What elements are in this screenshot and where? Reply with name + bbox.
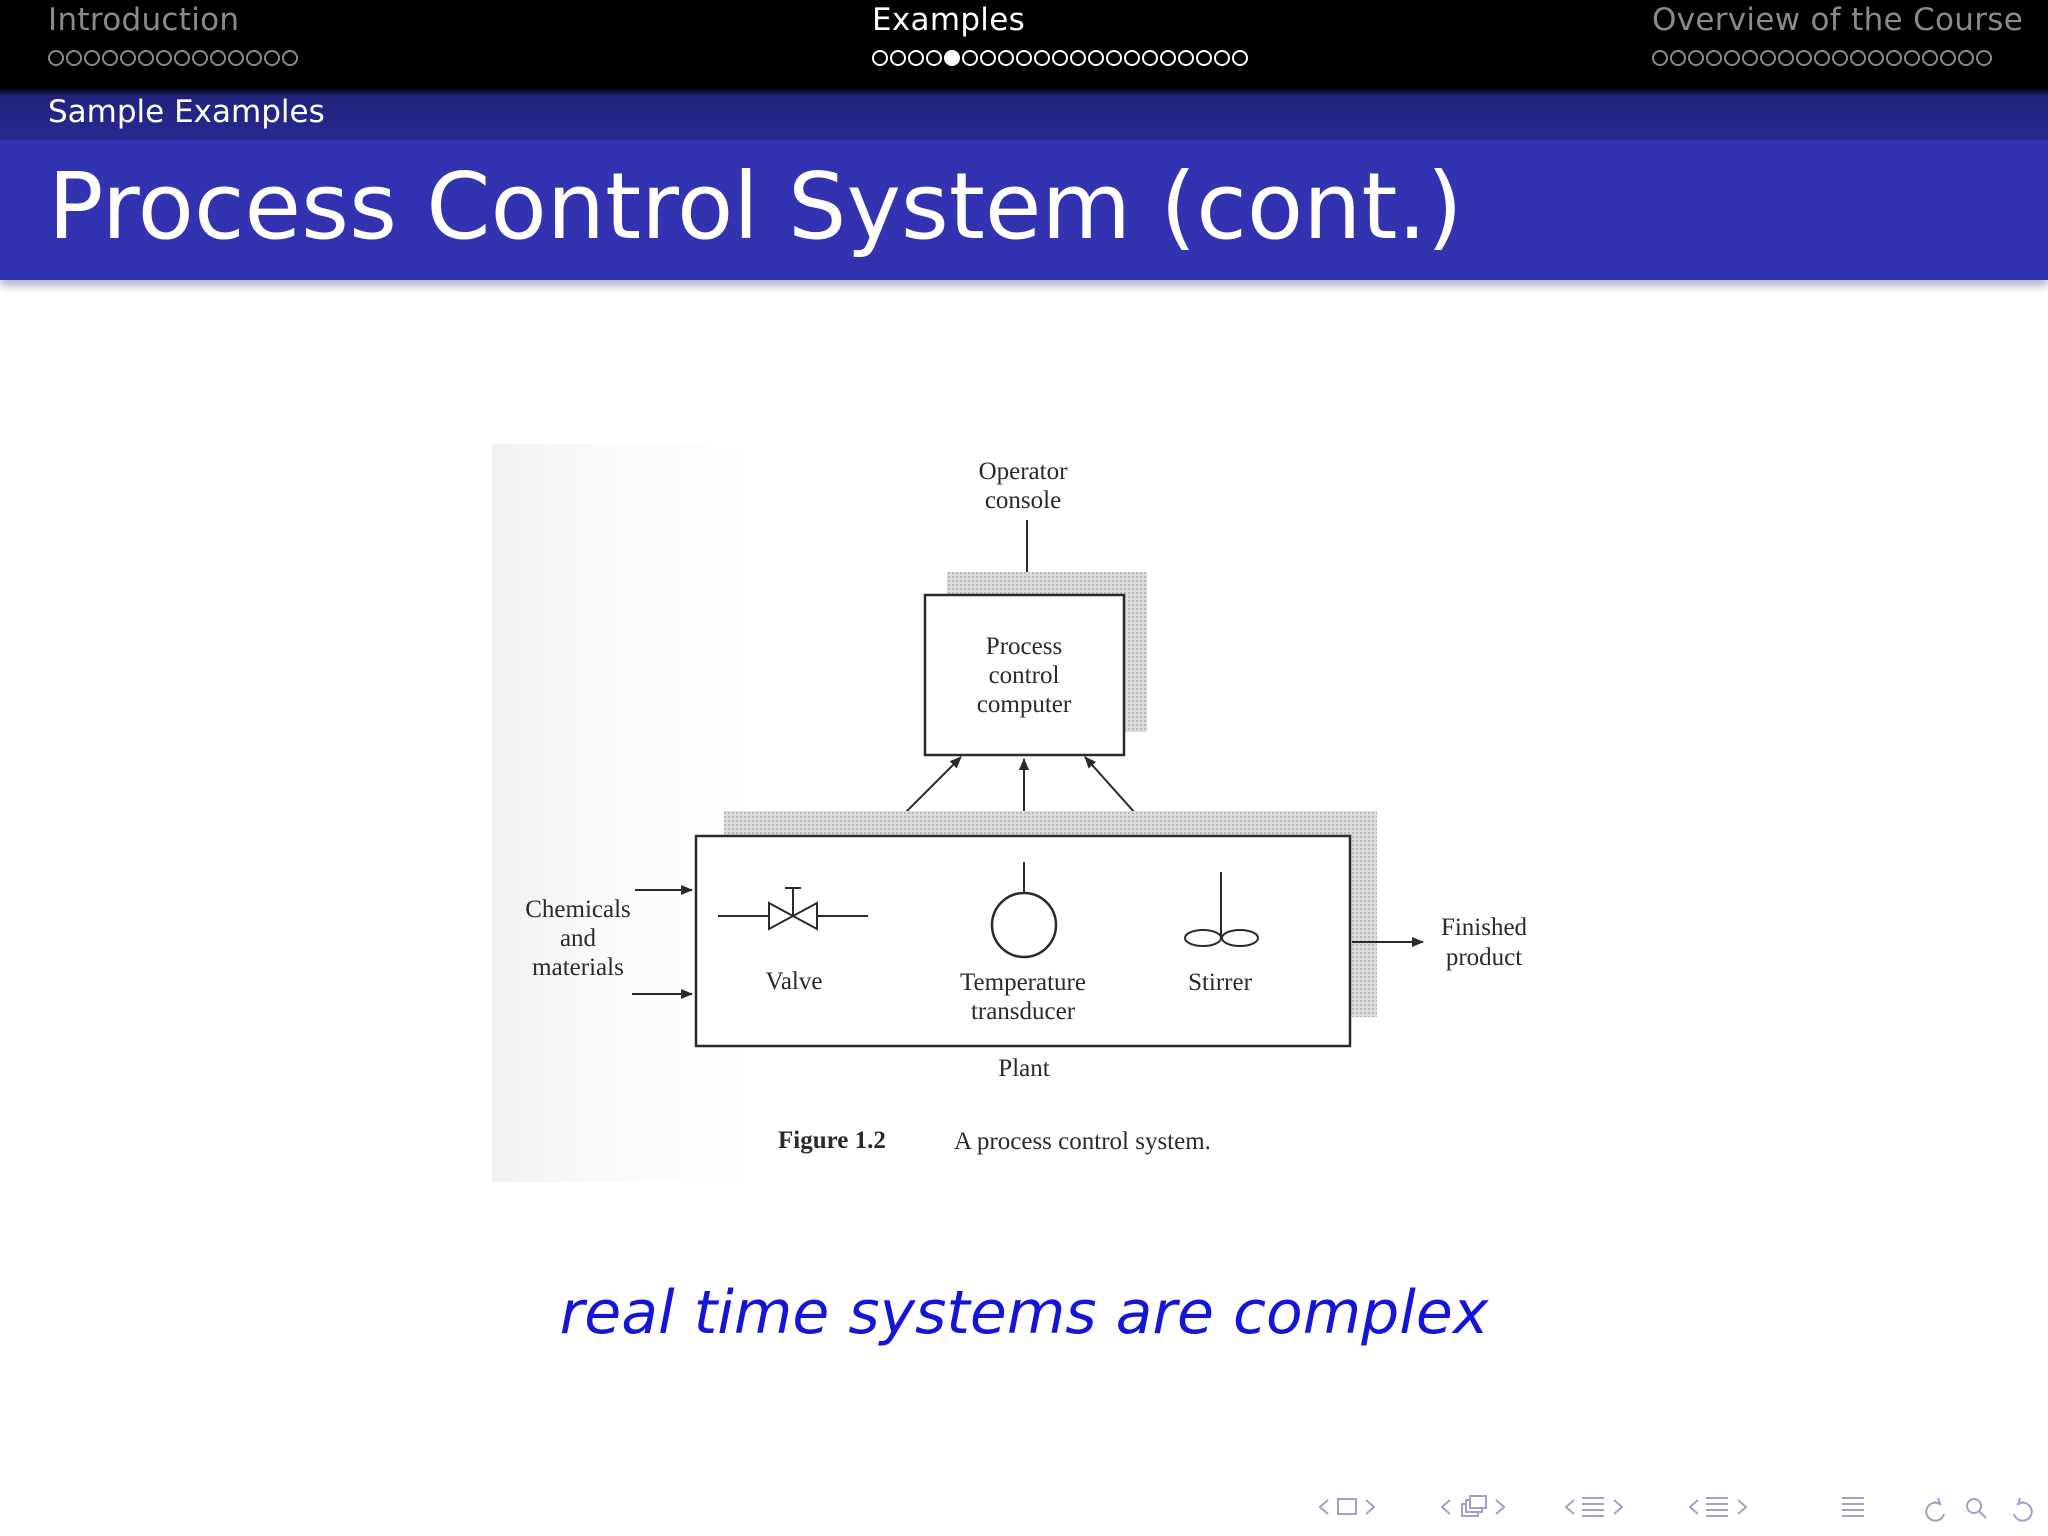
- frame-dot[interactable]: [1706, 50, 1722, 66]
- frame-dot[interactable]: [1214, 50, 1230, 66]
- navigation-symbols-bar: [1318, 1495, 2033, 1522]
- slide-title: Process Control System (cont.): [48, 153, 1463, 260]
- section-nav-icon[interactable]: [1688, 1497, 1748, 1517]
- frame-dot[interactable]: [1142, 50, 1158, 66]
- frame-dot[interactable]: [1160, 50, 1176, 66]
- frame-dot[interactable]: [1052, 50, 1068, 66]
- frame-dot[interactable]: [1670, 50, 1686, 66]
- frame-dot[interactable]: [282, 50, 298, 66]
- subsection-nav-icon[interactable]: [1564, 1497, 1624, 1517]
- process-control-figure: Operator console Process control compute…: [492, 444, 1562, 1182]
- frame-dot[interactable]: [1178, 50, 1194, 66]
- frame-dot[interactable]: [1850, 50, 1866, 66]
- frame-dot[interactable]: [1016, 50, 1032, 66]
- nav-section-title[interactable]: Overview of the Course: [1652, 2, 2024, 38]
- frame-dot[interactable]: [264, 50, 280, 66]
- chemicals-label: Chemicals: [525, 896, 631, 923]
- frame-dot[interactable]: [246, 50, 262, 66]
- frame-dot[interactable]: [1088, 50, 1104, 66]
- frame-dot[interactable]: [980, 50, 996, 66]
- temperature-transducer-label: transducer: [971, 998, 1076, 1025]
- frame-dot[interactable]: [962, 50, 978, 66]
- frame-dot[interactable]: [192, 50, 208, 66]
- frame-dot[interactable]: [1652, 50, 1668, 66]
- frame-dot[interactable]: [156, 50, 172, 66]
- section-navigation-bar: Introduction Examples Overview of the Co…: [0, 0, 2048, 88]
- stirrer-label: Stirrer: [1188, 969, 1253, 996]
- temperature-transducer-label: Temperature: [960, 969, 1086, 996]
- subsection-bar: Sample Examples: [0, 88, 2048, 140]
- frame-dot[interactable]: [1904, 50, 1920, 66]
- frame-dot[interactable]: [1034, 50, 1050, 66]
- operator-console-label: Operator: [979, 458, 1069, 485]
- frame-dot[interactable]: [1886, 50, 1902, 66]
- computer-label: computer: [977, 691, 1072, 718]
- temperature-transducer-icon: [990, 891, 1058, 959]
- stirrer-icon: [1184, 929, 1222, 947]
- navigation-symbols: [1316, 1490, 2036, 1524]
- computer-label: control: [989, 662, 1060, 689]
- chemicals-label: and: [560, 925, 597, 952]
- valve-label: Valve: [766, 968, 823, 995]
- frame-dot[interactable]: [1760, 50, 1776, 66]
- frame-dot[interactable]: [1796, 50, 1812, 66]
- frame-dot[interactable]: [210, 50, 226, 66]
- emphasis-text: real time systems are complex: [559, 1278, 1489, 1348]
- title-bar: Process Control System (cont.): [0, 140, 2048, 280]
- nav-section-title[interactable]: Introduction: [48, 2, 240, 38]
- frame-dot[interactable]: [1688, 50, 1704, 66]
- subsection-label[interactable]: Sample Examples: [48, 94, 325, 130]
- slide-nav-icon[interactable]: [1318, 1498, 1376, 1515]
- frame-dot[interactable]: [1106, 50, 1122, 66]
- figure-caption-number: Figure 1.2: [778, 1127, 886, 1154]
- document-icon[interactable]: [1842, 1497, 1864, 1517]
- frame-dot[interactable]: [1778, 50, 1794, 66]
- frame-dot[interactable]: [872, 50, 888, 66]
- finished-product-label: Finished: [1441, 914, 1528, 941]
- frame-dot[interactable]: [908, 50, 924, 66]
- frame-dot[interactable]: [1976, 50, 1992, 66]
- frame-dot[interactable]: [1196, 50, 1212, 66]
- search-icon[interactable]: [1925, 1497, 2033, 1522]
- nav-section-dots: [872, 50, 1248, 66]
- frame-dot[interactable]: [1868, 50, 1884, 66]
- frame-dot[interactable]: [926, 50, 942, 66]
- frame-dot[interactable]: [102, 50, 118, 66]
- figure-caption-text: A process control system.: [954, 1128, 1211, 1155]
- process-control-diagram: Operator console Process control compute…: [525, 458, 1528, 1155]
- process-control-computer-box: [923, 593, 1126, 757]
- nav-section-dots: [1652, 50, 1992, 66]
- frame-dot[interactable]: [120, 50, 136, 66]
- frame-dot[interactable]: [1724, 50, 1740, 66]
- frame-dot[interactable]: [1832, 50, 1848, 66]
- operator-console-label: console: [985, 487, 1061, 514]
- frame-dot[interactable]: [1814, 50, 1830, 66]
- stirrer-icon: [1221, 929, 1259, 947]
- nav-section-title[interactable]: Examples: [872, 2, 1026, 38]
- frame-dot[interactable]: [1742, 50, 1758, 66]
- nav-section-dots: [48, 50, 298, 66]
- frame-dot[interactable]: [1070, 50, 1086, 66]
- frame-dot[interactable]: [1940, 50, 1956, 66]
- frame-dot[interactable]: [998, 50, 1014, 66]
- chemicals-label: materials: [532, 954, 624, 981]
- frame-dot[interactable]: [84, 50, 100, 66]
- frame-dot[interactable]: [890, 50, 906, 66]
- frame-dot[interactable]: [1922, 50, 1938, 66]
- plant-label: Plant: [998, 1055, 1049, 1082]
- finished-product-label: product: [1446, 944, 1522, 971]
- frame-nav-icon[interactable]: [1440, 1495, 1506, 1517]
- frame-dot[interactable]: [1232, 50, 1248, 66]
- frame-dot[interactable]: [1124, 50, 1140, 66]
- frame-dot[interactable]: [138, 50, 154, 66]
- frame-dot[interactable]: [1958, 50, 1974, 66]
- frame-dot[interactable]: [228, 50, 244, 66]
- frame-dot[interactable]: [66, 50, 82, 66]
- frame-dot[interactable]: [174, 50, 190, 66]
- computer-label: Process: [986, 633, 1062, 660]
- frame-dot[interactable]: [48, 50, 64, 66]
- frame-dot[interactable]: [944, 50, 960, 66]
